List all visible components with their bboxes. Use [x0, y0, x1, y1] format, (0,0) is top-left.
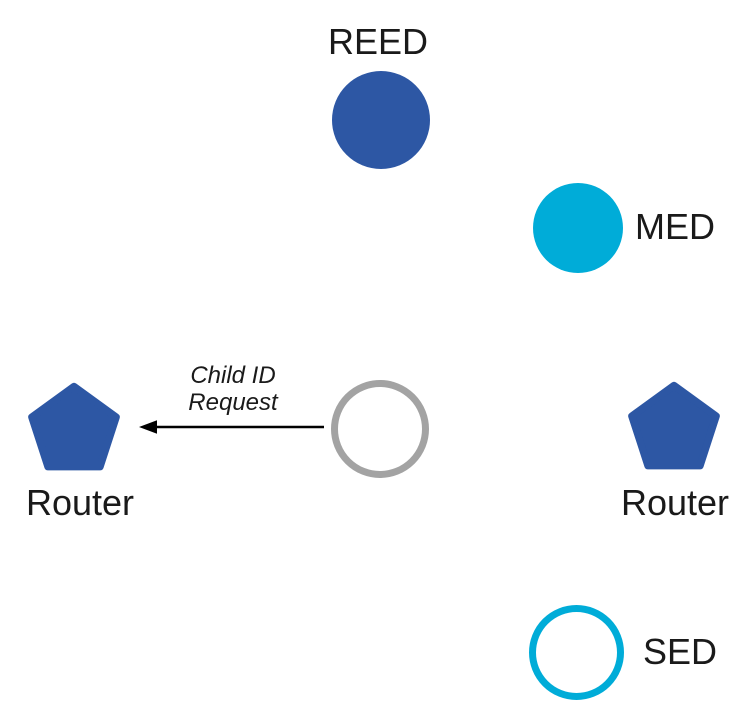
sed-node-circle [529, 605, 624, 700]
message-line-1: Child ID [190, 362, 276, 389]
message-line-2: Request [188, 389, 278, 416]
router-left-pentagon-icon [28, 382, 120, 471]
router-left-label: Router [25, 482, 135, 523]
med-node-label: MED [635, 206, 715, 247]
pentagon-shape [628, 381, 720, 470]
reed-node-circle [332, 71, 430, 169]
sed-node-label: SED [643, 631, 718, 672]
child-id-request-label: Child ID Request [188, 362, 277, 416]
arrow-head [139, 420, 157, 434]
child-id-request-arrow [139, 420, 324, 434]
router-right-label: Router [620, 482, 730, 523]
pentagon-shape [28, 382, 120, 471]
reed-node-label: REED [327, 21, 429, 62]
med-node-circle [533, 183, 623, 273]
router-right-pentagon-icon [628, 381, 720, 470]
joiner-node-circle [331, 380, 429, 478]
